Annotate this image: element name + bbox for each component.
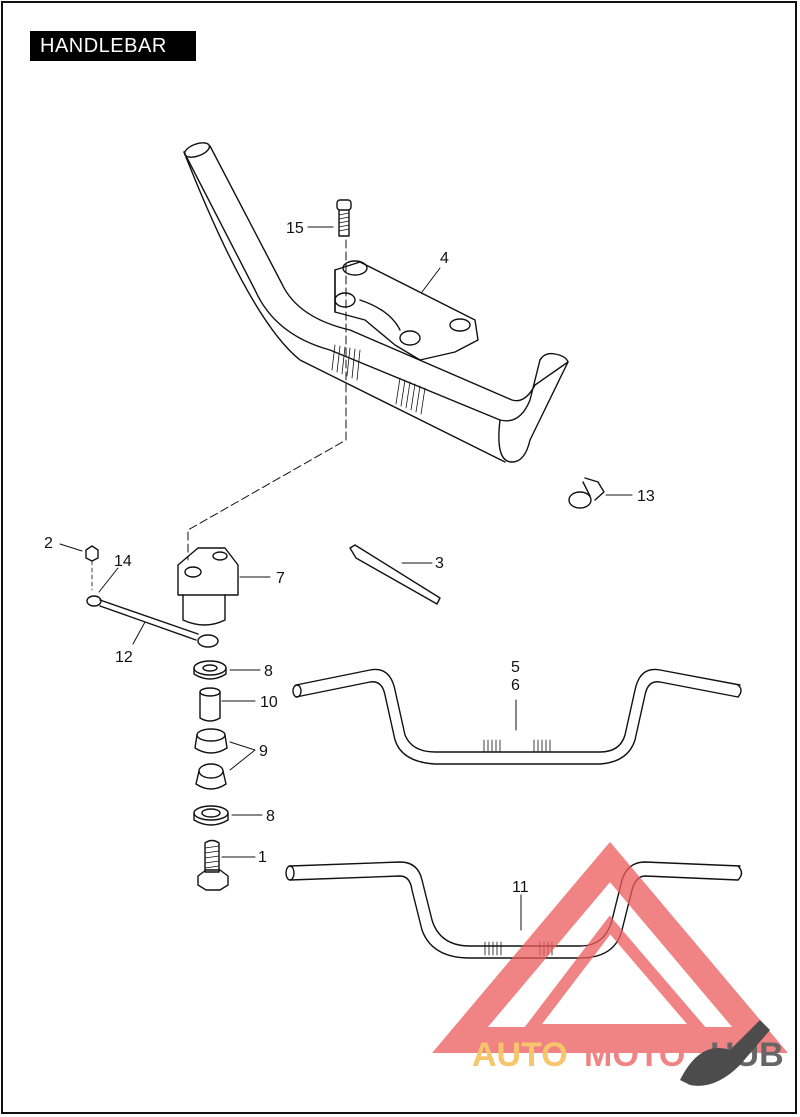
callout-14: 14: [114, 553, 132, 570]
ground-strap-bolt: [85, 545, 99, 591]
callout-11: 11: [512, 879, 529, 896]
washer-upper: [193, 660, 227, 680]
callout-3: 3: [435, 555, 444, 572]
callout-2: 2: [44, 535, 53, 552]
watermark-text-auto: AUTO: [472, 1036, 568, 1074]
motorcycle-rider-icon: [680, 1020, 770, 1086]
handlebar-clamp-top: [334, 260, 479, 361]
handlebar-main: [183, 142, 569, 463]
rubber-bushing-top: [194, 728, 228, 754]
callout-9: 9: [259, 743, 268, 760]
callout-13: 13: [637, 488, 655, 505]
leader-lines: [59, 226, 633, 931]
riser-bolt: [197, 839, 229, 891]
washer-lower: [193, 805, 229, 826]
callout-10: 10: [260, 694, 278, 711]
ground-strap: [86, 595, 219, 648]
rubber-bushing-bottom: [195, 763, 227, 790]
callout-7: 7: [276, 570, 285, 587]
watermark-logo: AUTO MOTO HUB: [432, 841, 788, 1086]
handlebar-5-6: [292, 668, 742, 765]
callout-6: 6: [511, 677, 520, 694]
cable-strap: [349, 544, 441, 605]
callout-1: 1: [258, 849, 267, 866]
clamp-screw: [336, 199, 352, 237]
diagram-title: HANDLEBAR: [30, 31, 196, 61]
callout-4: 4: [440, 250, 449, 267]
callout-8-upper: 8: [264, 663, 273, 680]
watermark-text-moto: MOTO: [584, 1036, 685, 1074]
callout-8-lower: 8: [266, 808, 275, 825]
cable-clip: [568, 477, 605, 509]
callout-12: 12: [115, 649, 133, 666]
callout-5: 5: [511, 659, 520, 676]
spacer-sleeve: [199, 687, 221, 722]
handlebar-riser: [177, 547, 239, 626]
callout-15: 15: [286, 220, 304, 237]
